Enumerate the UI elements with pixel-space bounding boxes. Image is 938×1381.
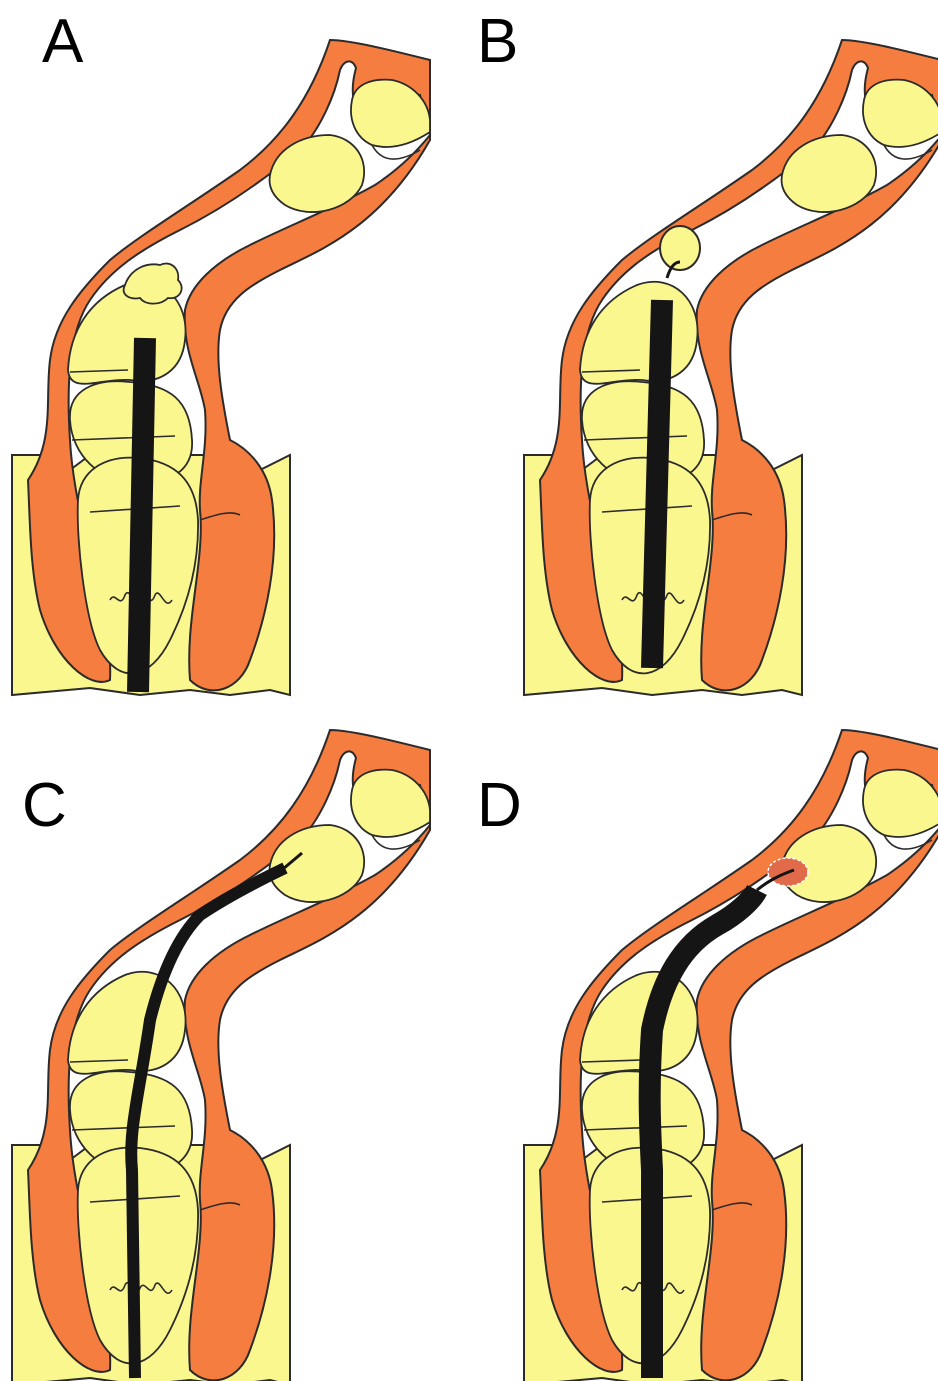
panel-label-a: A	[42, 7, 84, 76]
panel-c: C	[12, 730, 430, 1381]
endoscope	[138, 338, 145, 692]
panel-d: D	[477, 730, 938, 1381]
polyp-stump	[124, 263, 182, 303]
panel-label-b: B	[477, 7, 518, 76]
panel-a: A	[12, 7, 430, 695]
panel-b: B	[477, 7, 938, 695]
panel-label-d: D	[477, 771, 522, 840]
endoscope	[652, 300, 662, 668]
panel-label-c: C	[22, 771, 67, 840]
